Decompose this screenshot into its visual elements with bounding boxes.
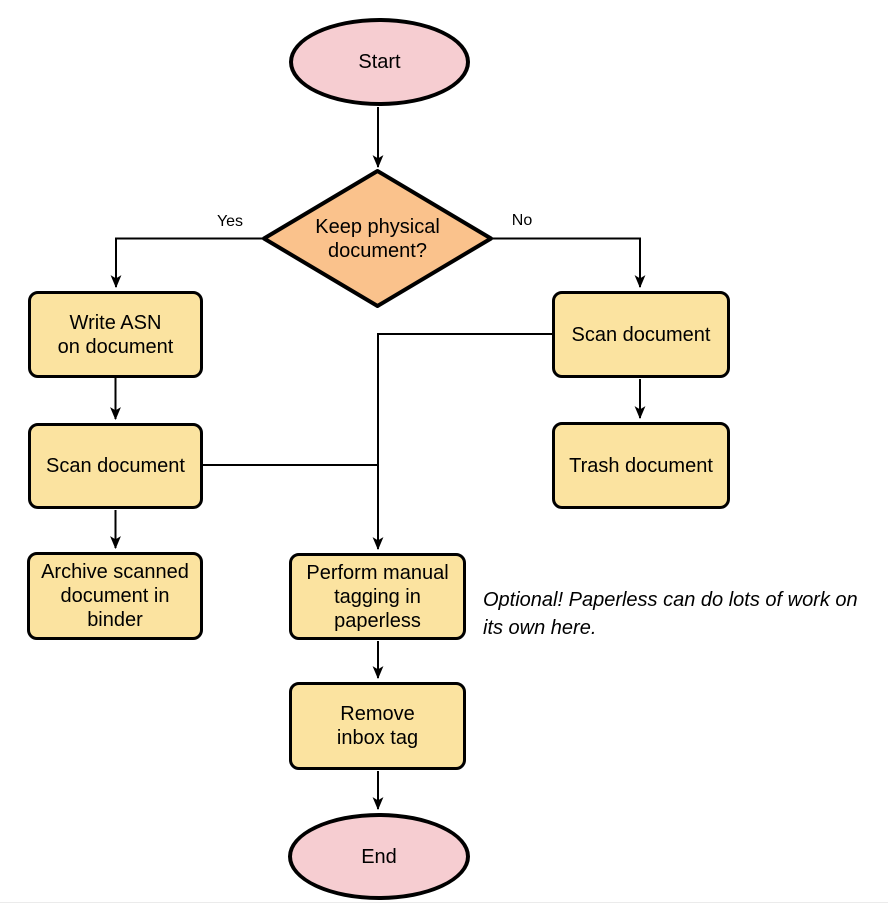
node-end: End	[288, 813, 470, 900]
node-write-asn-label: Write ASN on document	[57, 311, 174, 358]
page-bottom-divider	[0, 902, 888, 903]
node-start-label: Start	[358, 51, 401, 73]
node-perform-tagging: Perform manual tagging in paperless	[289, 553, 466, 640]
node-decision-label: Keep physical document?	[315, 216, 440, 262]
node-archive-scanned: Archive scanned document in binder	[27, 552, 203, 640]
decision-diamond-shape	[262, 169, 493, 308]
node-scan-document-right-label: Scan document	[571, 323, 711, 346]
edge-decision-yes-to-write-asn	[110, 237, 264, 289]
node-scan-document-left-label: Scan document	[46, 455, 185, 477]
node-trash-document-label: Trash document	[569, 454, 713, 477]
node-write-asn: Write ASN on document	[28, 291, 203, 378]
node-trash-document: Trash document	[552, 422, 730, 509]
node-decision-label-box: Keep physical document?	[292, 210, 463, 268]
node-scan-document-right: Scan document	[552, 291, 730, 378]
optional-note: Optional! Paperless can do lots of work …	[483, 589, 858, 639]
edge-label-no: No	[511, 212, 533, 229]
node-archive-scanned-label: Archive scanned document in binder	[41, 561, 189, 631]
node-remove-inbox-tag-label: Remove inbox tag	[336, 703, 419, 749]
node-scan-document-left: Scan document	[28, 423, 203, 509]
node-end-label: End	[361, 845, 397, 868]
node-perform-tagging-label: Perform manual tagging in paperless	[306, 561, 449, 632]
edge-decision-no-to-scan-right	[491, 237, 646, 289]
node-start: Start	[289, 18, 470, 106]
edge-scan-right-to-perform-tagging	[372, 333, 552, 551]
edge-label-yes: Yes	[216, 213, 244, 230]
node-remove-inbox-tag: Remove inbox tag	[289, 682, 466, 770]
